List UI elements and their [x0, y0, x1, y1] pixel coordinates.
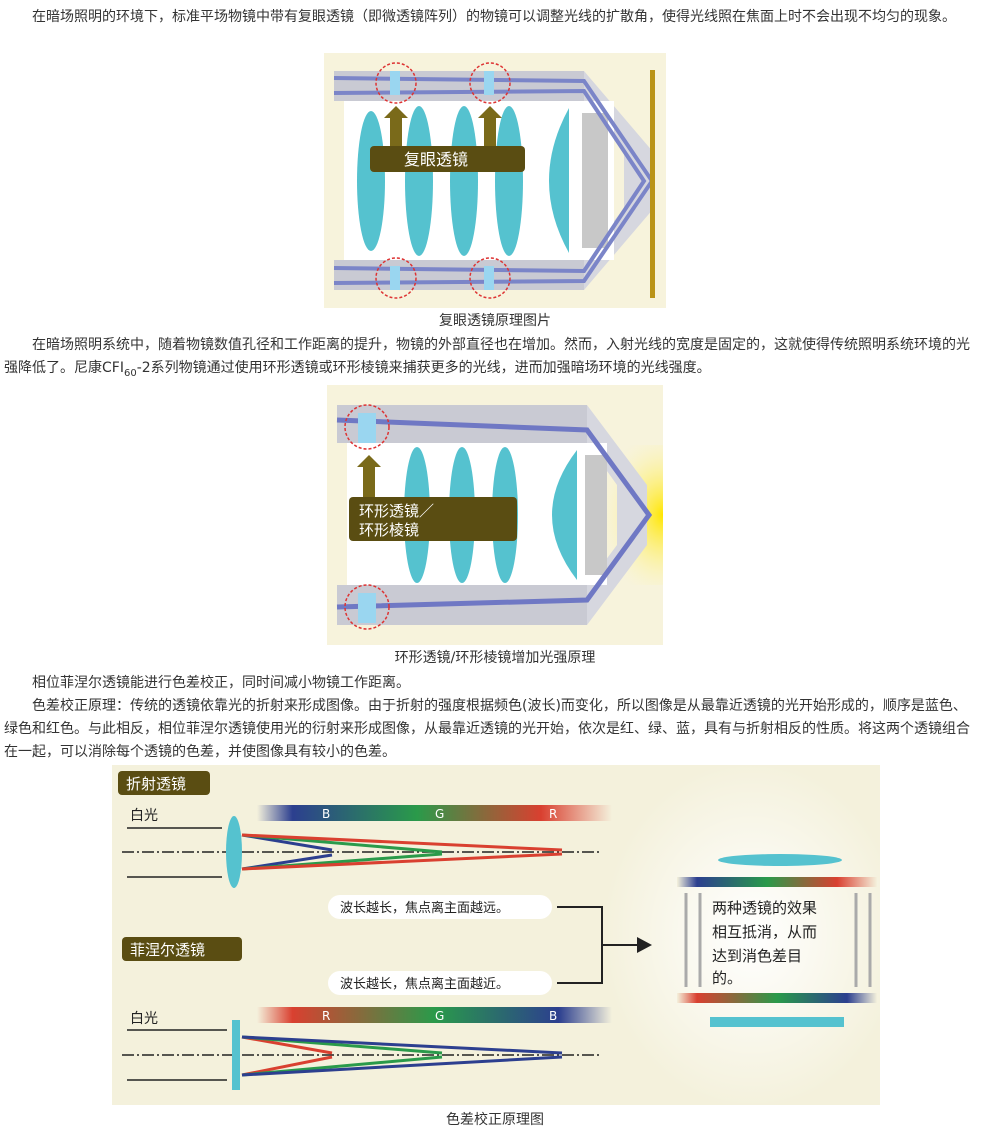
- result-text: 相互抵消，从而: [712, 923, 817, 941]
- compound-eye-lens-figure: 复眼透镜: [324, 53, 666, 308]
- figure2-caption: 环形透镜/环形棱镜增加光强原理: [394, 650, 596, 666]
- paragraph-text: 在暗场照明系统中，随着物镜数值孔径和工作距离的提升，物镜的外部直径也在增加。然而…: [4, 337, 970, 376]
- paragraph-annular-lens: 在暗场照明系统中，随着物镜数值孔径和工作距离的提升，物镜的外部直径也在增加。然而…: [0, 334, 982, 385]
- spectrum-label: G: [435, 1009, 444, 1023]
- annular-lens-figure: 环形透镜／ 环形棱镜: [327, 385, 663, 645]
- compound-eye-label: 复眼透镜: [404, 150, 468, 169]
- figure1-caption: 复眼透镜原理图片: [439, 313, 551, 329]
- note-near: 波长越长，焦点离主面越近。: [340, 976, 509, 992]
- note-far: 波长越长，焦点离主面越远。: [340, 900, 509, 916]
- spectrum-label: B: [322, 807, 330, 821]
- fresnel-lens-label: 菲涅尔透镜: [130, 941, 205, 959]
- refractive-lens-label: 折射透镜: [126, 775, 186, 793]
- result-text: 的。: [712, 969, 742, 987]
- result-text: 达到消色差目: [712, 947, 802, 965]
- result-text: 两种透镜的效果: [712, 899, 817, 917]
- paragraph-chromatic: 色差校正原理：传统的透镜依靠光的折射来形成图像。由于折射的强度根据频色(波长)而…: [4, 698, 970, 760]
- spectrum-label: R: [549, 807, 557, 821]
- chromatic-correction-figure: 折射透镜 白光 B G R 波长越长，焦点离主面越远。 波长越长，焦点离主面越近…: [112, 760, 902, 1110]
- spectrum-label: R: [322, 1009, 330, 1023]
- annular-lens-diagram: 环形透镜／ 环形棱镜: [336, 404, 663, 630]
- paragraph-text: -2系列物镜通过使用环形透镜或环形棱镜来捕获更多的光线，进而加强暗场环境的光线强…: [136, 360, 711, 376]
- annular-label-line2: 环形棱镜: [359, 521, 419, 539]
- figure3-caption: 色差校正原理图: [446, 1112, 544, 1128]
- spectrum-label: B: [549, 1009, 557, 1023]
- annular-label-line1: 环形透镜／: [359, 502, 434, 520]
- white-light-label-bottom: 白光: [130, 1011, 158, 1027]
- paragraph-compound-eye: 在暗场照明的环境下，标准平场物镜中带有复眼透镜（即微透镜阵列）的物镜可以调整光线…: [32, 9, 956, 25]
- spectrum-label: G: [435, 807, 444, 821]
- compound-eye-diagram: 复眼透镜: [333, 62, 655, 299]
- chromatic-diagram: 折射透镜 白光 B G R 波长越长，焦点离主面越远。 波长越长，焦点离主面越近…: [118, 760, 902, 1110]
- paragraph-fresnel: 相位菲涅尔透镜能进行色差校正，同时间减小物镜工作距离。: [32, 675, 410, 691]
- subscript-60: 60: [123, 367, 137, 379]
- white-light-label-top: 白光: [130, 808, 158, 824]
